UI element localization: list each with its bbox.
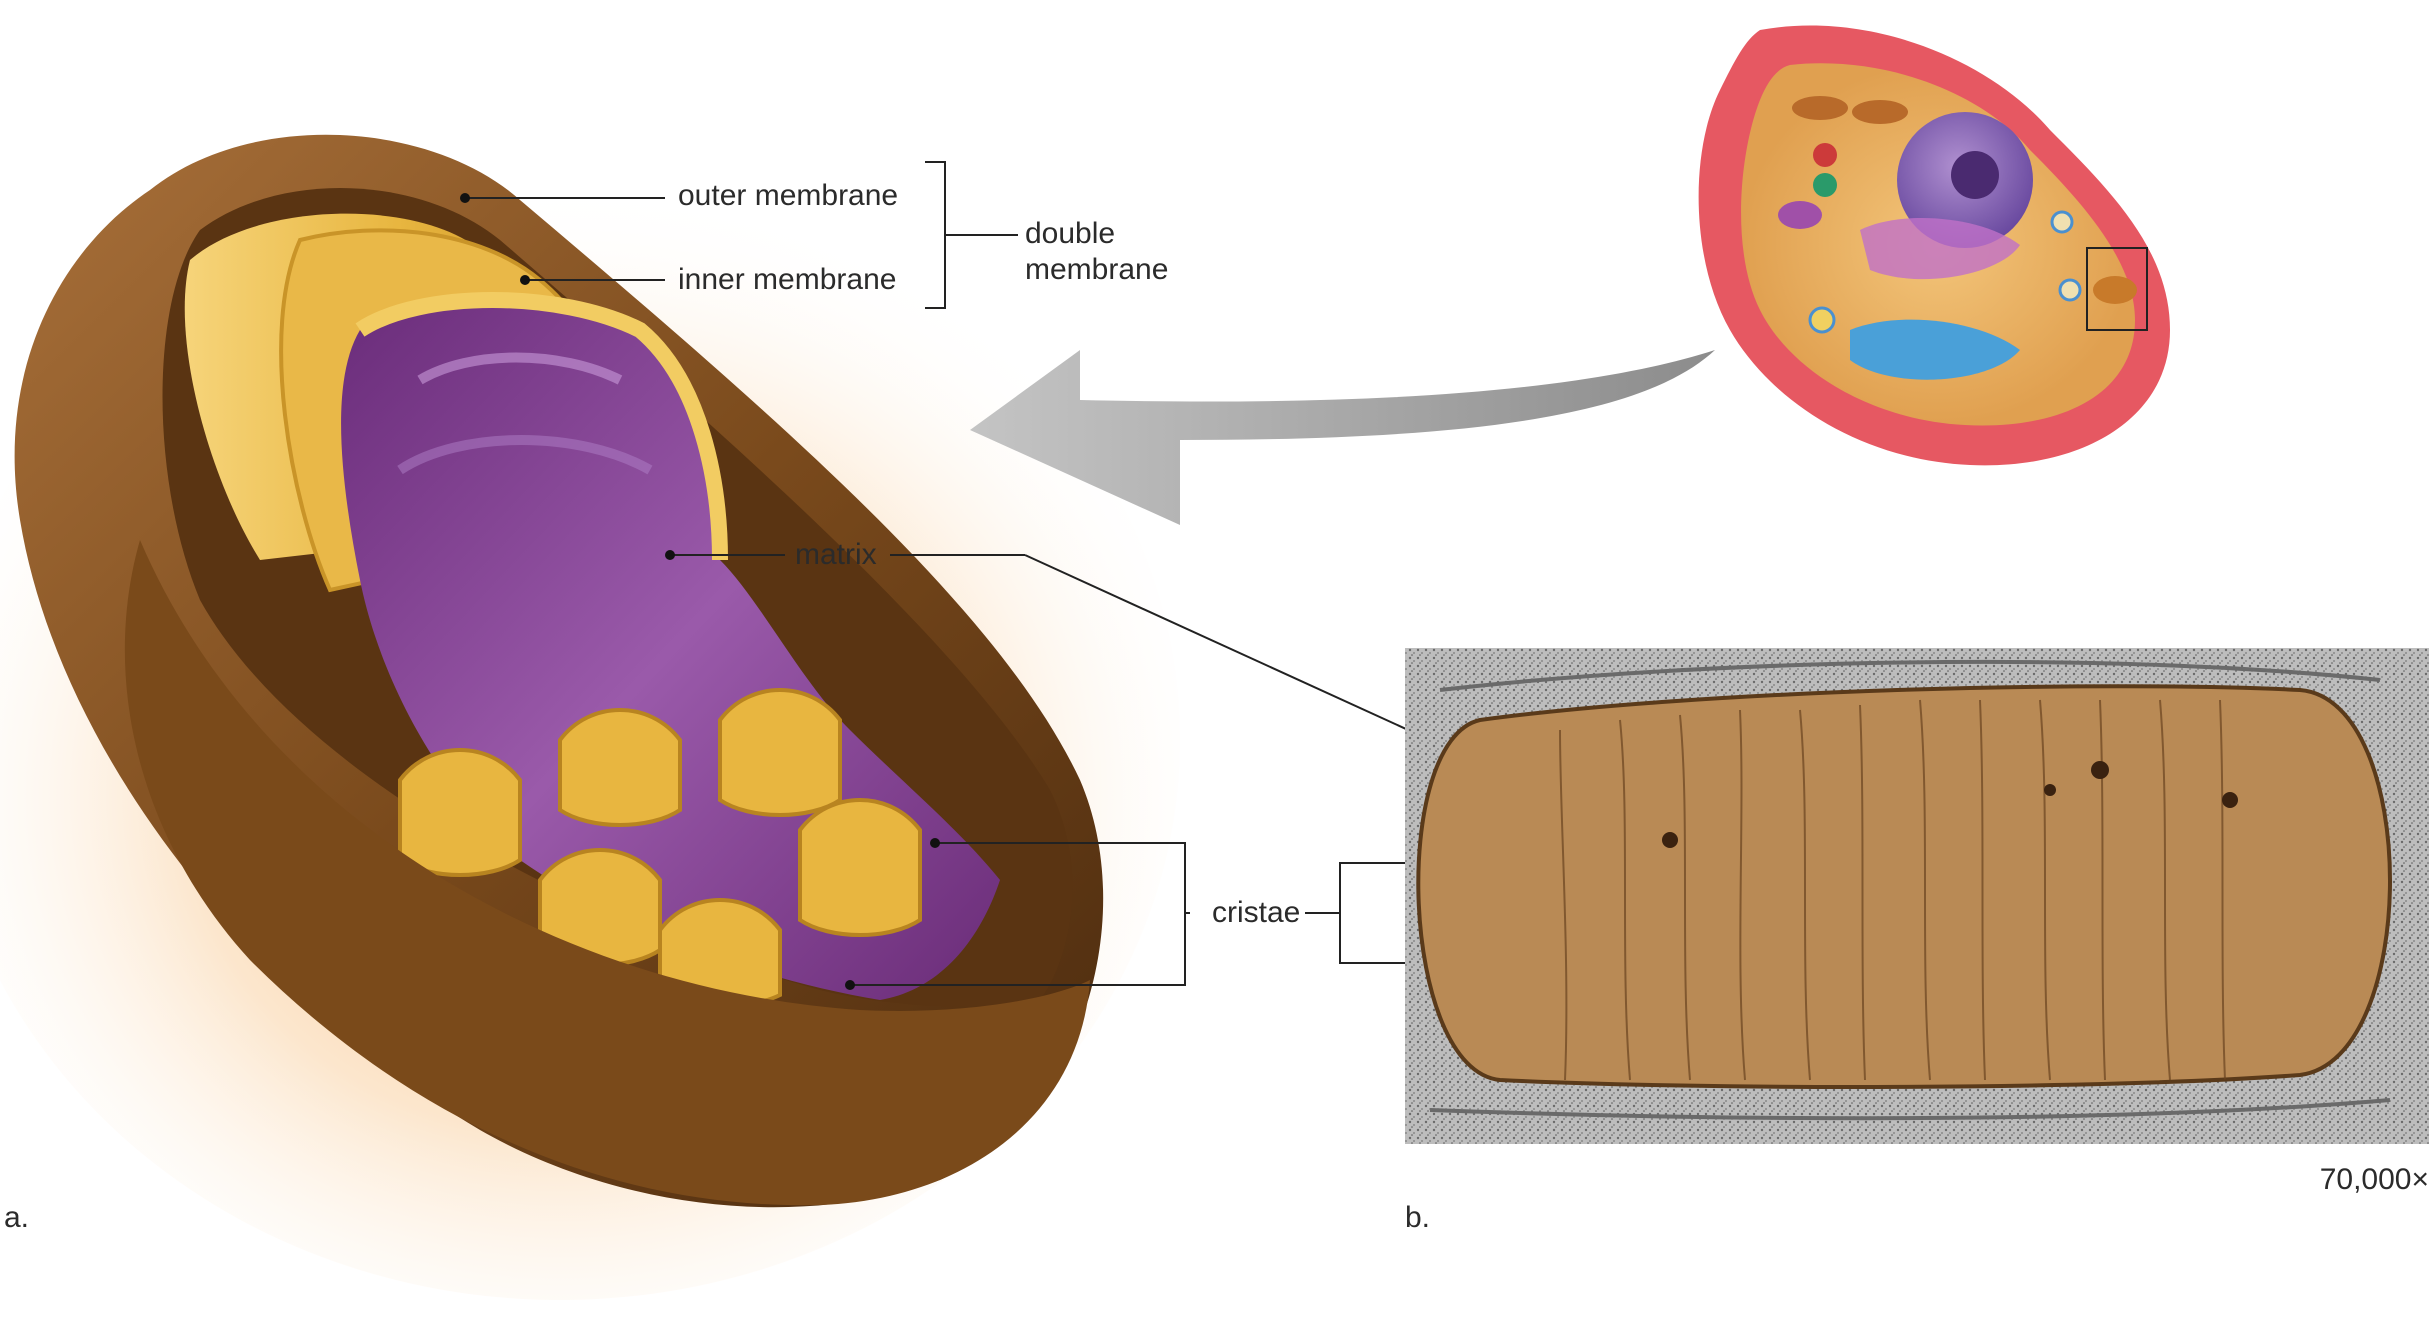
micrograph-granule xyxy=(2044,784,2056,796)
mitochondrion-small xyxy=(1778,201,1822,229)
label-outer-membrane: outer membrane xyxy=(678,179,899,212)
nucleolus xyxy=(1951,151,1999,199)
mitochondrion-small xyxy=(1852,100,1908,124)
label-double-membrane-line2: membrane xyxy=(1025,253,1169,286)
inner-membrane-lip xyxy=(355,292,728,561)
panel-label-b: b. xyxy=(1405,1201,1431,1234)
animal-cell-illustration xyxy=(1698,25,2170,466)
matrix-highlight xyxy=(417,352,623,385)
micrograph-granule xyxy=(2222,792,2238,808)
zoom-arrow xyxy=(970,350,1715,525)
micrograph-granule xyxy=(2091,761,2109,779)
vesicle xyxy=(1808,306,1836,334)
label-cristae: cristae xyxy=(1212,896,1301,929)
matrix-highlight xyxy=(397,435,653,475)
magnification-label: 70,000× xyxy=(2319,1163,2429,1196)
lysosome xyxy=(1813,143,1837,167)
peroxisome xyxy=(1813,173,1837,197)
outer-membrane-front-lip xyxy=(124,540,1091,1206)
mitochondrion-small xyxy=(1792,96,1848,120)
micrograph-membrane-bottom xyxy=(1429,1098,2391,1121)
micrograph-mitochondrion xyxy=(1416,684,2392,1089)
mitochondrion-highlighted xyxy=(2093,276,2137,304)
bracket-double-membrane xyxy=(925,161,946,309)
highlight-box xyxy=(2086,247,2148,331)
micrograph-membrane-top xyxy=(1439,659,2381,692)
er-rough xyxy=(1860,218,2020,280)
micrograph-cristae xyxy=(1559,699,2226,1081)
vesicle xyxy=(2058,278,2082,302)
label-double-membrane-line1: double xyxy=(1025,217,1116,250)
panel-label-a: a. xyxy=(4,1201,30,1234)
vesicle xyxy=(2050,210,2074,234)
micrograph-granule xyxy=(1662,832,1678,848)
cristae-folds xyxy=(398,688,922,1009)
label-inner-membrane: inner membrane xyxy=(678,263,897,296)
label-matrix: matrix xyxy=(795,538,877,571)
electron-micrograph xyxy=(1405,648,2429,1144)
golgi-apparatus xyxy=(1850,319,2020,380)
label-double-membrane: double membrane xyxy=(1025,216,1225,288)
